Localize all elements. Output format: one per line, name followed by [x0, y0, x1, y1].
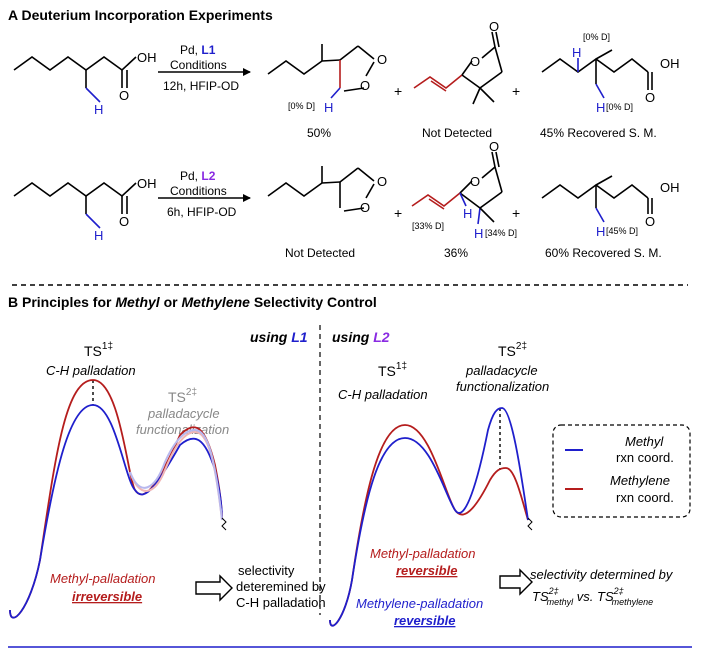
left-faded-methyl-curve	[129, 428, 223, 521]
row1-p1-ring-o: O	[360, 78, 370, 93]
row2-product1-lactone	[267, 166, 375, 212]
row1-p1-yield: 50%	[307, 126, 331, 140]
row1-catalyst: Pd, L1	[180, 43, 216, 57]
row1-p1-carbonyl-o: O	[377, 52, 387, 67]
row2-p1-result: Not Detected	[285, 246, 355, 260]
row1-p1-d-label: [0% D]	[288, 101, 315, 111]
row1-product2-alkene-lactone	[413, 31, 503, 105]
row2-p1-carbonyl-o: O	[377, 174, 387, 189]
row2-p1-ring-o: O	[360, 200, 370, 215]
row2-sm-h: H	[94, 228, 103, 243]
right-ts2: TS2‡	[498, 341, 527, 359]
left-ts2-desc-2: functionalization	[136, 422, 229, 437]
row1-time-solvent: 12h, HFIP-OD	[163, 79, 239, 93]
row2-plus1: +	[394, 205, 402, 221]
row1-p2-carbonyl-o: O	[489, 19, 499, 34]
row2-p2-label-right: [34% D]	[485, 228, 517, 238]
row1-p1-h: H	[324, 100, 333, 115]
row1-product3-recovered-sm	[541, 49, 653, 99]
row1-p3-result: 45% Recovered S. M.	[540, 126, 657, 140]
row2-p2-h-right: H	[474, 226, 483, 241]
legend-methyl-1: Methyl	[625, 434, 664, 449]
row2-p3-o: O	[645, 214, 655, 229]
row2-p3-label: [45% D]	[606, 226, 638, 236]
right-break-icon	[527, 517, 533, 531]
row2-starting-material	[13, 182, 137, 229]
row2-sm-oh: OH	[137, 176, 157, 191]
section-b-title: B Principles for Methyl or Methylene Sel…	[8, 294, 377, 310]
right-ts1-desc: C-H palladation	[338, 387, 428, 402]
right-methyl-outcome-1: Methyl-palladation	[370, 546, 476, 561]
left-ts1-desc: C-H palladation	[46, 363, 136, 378]
right-using-ligand: using L2	[332, 329, 390, 345]
right-conclusion-arrow-icon	[499, 568, 533, 596]
row1-sm-oh: OH	[137, 50, 157, 65]
row1-product1-lactone	[267, 44, 375, 99]
section-a-title: A Deuterium Incorporation Experiments	[8, 7, 273, 23]
left-break-icon	[221, 517, 227, 531]
row2-p2-h-left: H	[463, 206, 472, 221]
left-ts2-desc-1: palladacycle	[147, 406, 220, 421]
row2-sm-o: O	[119, 214, 129, 229]
row1-p3-h-bottom: H	[596, 100, 605, 115]
row1-p2-ring-o: O	[470, 54, 480, 69]
row2-time-solvent: 6h, HFIP-OD	[167, 205, 237, 219]
row1-p3-oh: OH	[660, 56, 680, 71]
legend-box	[552, 424, 691, 518]
row2-plus2: +	[512, 205, 520, 221]
row2-p2-yield: 36%	[444, 246, 468, 260]
left-ts1: TS1‡	[84, 341, 113, 359]
right-conclusion-2: TS2‡methyl vs. TS2‡methylene	[532, 586, 653, 607]
right-conclusion-1: selectivity determined by	[530, 567, 674, 582]
left-conclusion-arrow-icon	[195, 574, 233, 602]
right-ts2-desc-2: functionalization	[456, 379, 549, 394]
right-methylene-outcome-1: Methylene-palladation	[356, 596, 483, 611]
row1-p3-label-bottom: [0% D]	[606, 102, 633, 112]
right-ts1: TS1‡	[378, 361, 407, 379]
left-conclusion-1: selectivity	[238, 563, 295, 578]
right-methyl-curve	[329, 407, 529, 627]
left-conclusion-2: deteremined by	[236, 579, 326, 594]
left-outcome-1: Methyl-palladation	[50, 571, 156, 586]
row1-sm-h: H	[94, 102, 103, 117]
row1-starting-material	[13, 56, 137, 103]
left-methyl-curve	[9, 404, 223, 619]
row1-conditions: Conditions	[170, 58, 227, 72]
row1-p3-h-top: H	[572, 45, 581, 60]
row1-sm-o: O	[119, 88, 129, 103]
row1-p2-result: Not Detected	[422, 126, 492, 140]
left-conclusion-3: C-H palladation	[236, 595, 326, 610]
row2-p3-oh: OH	[660, 180, 680, 195]
row2-p2-label-left: [33% D]	[412, 221, 444, 231]
left-outcome-2: irreversible	[72, 589, 142, 604]
row1-plus2: +	[512, 83, 520, 99]
right-methyl-outcome-2: reversible	[396, 563, 457, 578]
row2-p3-h: H	[596, 224, 605, 239]
row2-conditions: Conditions	[170, 184, 227, 198]
legend-methyl-2: rxn coord.	[616, 450, 674, 465]
row2-catalyst: Pd, L2	[180, 169, 216, 183]
left-using-ligand: using L1	[250, 329, 308, 345]
legend-methylene-2: rxn coord.	[616, 490, 674, 505]
row2-product2-alkene-lactone	[411, 151, 503, 225]
right-ts2-desc-1: palladacycle	[465, 363, 538, 378]
row2-p2-ring-o: O	[470, 174, 480, 189]
row2-p2-carbonyl-o: O	[489, 139, 499, 154]
row2-product3-recovered-sm	[541, 175, 653, 223]
row1-p3-o: O	[645, 90, 655, 105]
row1-plus1: +	[394, 83, 402, 99]
left-ts2: TS2‡	[168, 387, 197, 405]
legend-methylene-1: Methylene	[610, 473, 670, 488]
row2-p3-result: 60% Recovered S. M.	[545, 246, 662, 260]
row1-p3-label-top: [0% D]	[583, 32, 610, 42]
right-methylene-outcome-2: reversible	[394, 613, 455, 628]
